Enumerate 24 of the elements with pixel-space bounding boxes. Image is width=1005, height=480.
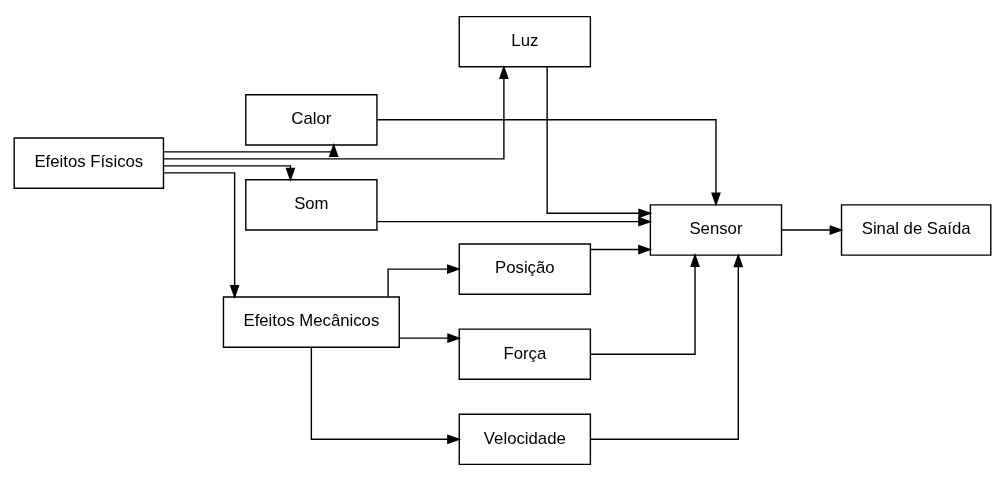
arrow bbox=[163, 171, 240, 299]
arrow bbox=[163, 164, 296, 182]
node-box: Velocidade bbox=[458, 413, 592, 465]
arrow bbox=[589, 252, 744, 440]
node-box: Sensor bbox=[649, 203, 783, 256]
arrow bbox=[162, 142, 339, 157]
arrow bbox=[387, 263, 461, 298]
arrow bbox=[589, 252, 700, 355]
node-box: Som bbox=[245, 178, 378, 231]
node-box: Posição bbox=[458, 242, 592, 295]
node-box: Força bbox=[458, 327, 592, 380]
node-box: Sinal de Saída bbox=[840, 203, 992, 256]
arrow bbox=[589, 244, 653, 254]
node-box: Efeitos Físicos bbox=[13, 136, 165, 189]
node-box: Efeitos Mecânicos bbox=[222, 295, 400, 348]
arrow bbox=[781, 224, 844, 235]
node-box: Luz bbox=[458, 15, 592, 67]
node-box: Calor bbox=[245, 93, 378, 146]
arrow bbox=[546, 65, 653, 218]
arrow bbox=[310, 346, 462, 444]
arrow bbox=[376, 216, 653, 227]
arrow bbox=[376, 118, 721, 207]
arrow bbox=[398, 332, 462, 343]
arrow bbox=[162, 64, 509, 160]
